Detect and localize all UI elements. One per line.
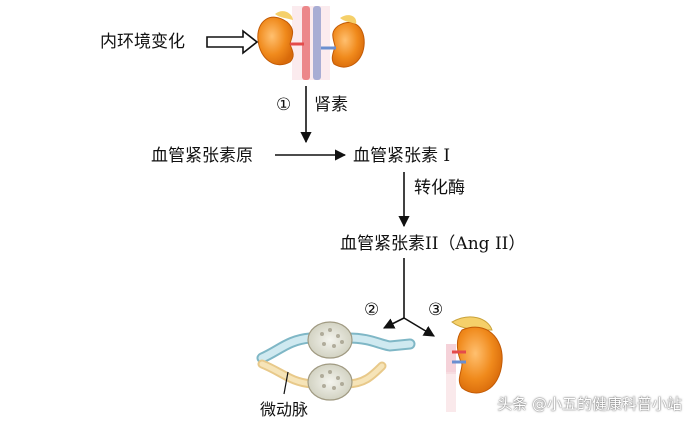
arteriole-label: 微动脉 xyxy=(260,400,309,419)
angiotensinogen-label: 血管紧张素原 xyxy=(151,146,253,166)
env-change-arrow xyxy=(206,29,259,55)
angiotensin2-label: 血管紧张素II（Ang II） xyxy=(340,234,526,254)
angiotensin1-label: 血管紧张素 I xyxy=(353,146,451,166)
step1-marker: ① xyxy=(276,95,292,115)
renin-label: 肾素 xyxy=(314,95,348,115)
kidneys-illustration xyxy=(257,6,365,80)
step3-marker: ③ xyxy=(428,300,444,320)
converting-enzyme-label: 转化酶 xyxy=(414,178,465,198)
branch-arrows xyxy=(382,258,435,337)
watermark: 头条 @小五的健康科普小站 xyxy=(497,395,682,413)
arteriole-illustration xyxy=(256,321,416,401)
env-change-label: 内环境变化 xyxy=(100,32,185,52)
step2-marker: ② xyxy=(364,300,380,320)
adrenal-kidney-illustration xyxy=(446,316,503,412)
